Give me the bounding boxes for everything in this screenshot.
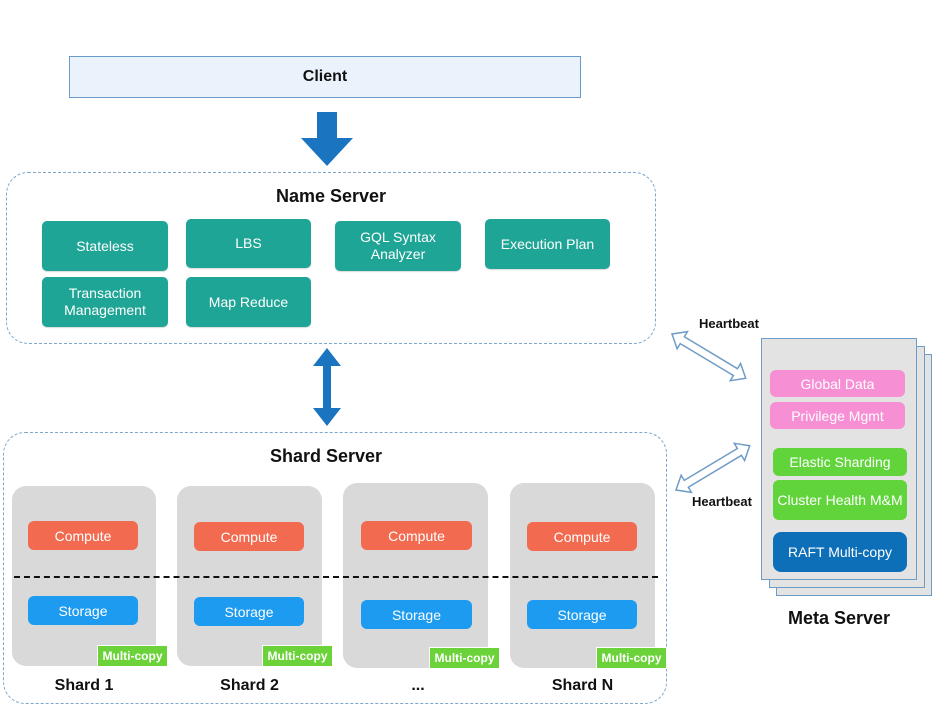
- module-gql-syntax-analyzer: GQL Syntax Analyzer: [335, 221, 461, 271]
- compute-block: Compute: [527, 522, 637, 551]
- shard-server-region: [3, 432, 667, 704]
- client-label: Client: [302, 68, 348, 85]
- raft-multi-copy-block: RAFT Multi-copy: [773, 532, 907, 572]
- shard-card: [343, 483, 488, 668]
- elastic-sharding-block: Elastic Sharding: [773, 448, 907, 476]
- multi-copy-badge: Multi-copy: [97, 645, 168, 667]
- client-to-nameserver-arrow: [301, 112, 353, 166]
- shard-label: Shard 1: [54, 677, 114, 694]
- module-stateless: Stateless: [42, 221, 168, 271]
- shard-label: ...: [411, 677, 425, 694]
- module-lbs: LBS: [186, 219, 311, 268]
- meta-server-title: Meta Server: [787, 608, 891, 628]
- multi-copy-badge: Multi-copy: [262, 645, 333, 667]
- storage-block: Storage: [28, 596, 138, 625]
- compute-storage-divider: [14, 576, 658, 578]
- shard-card: [510, 483, 655, 668]
- name-server-title: Name Server: [275, 186, 387, 206]
- cluster-health-block: Cluster Health M&M: [773, 480, 907, 520]
- storage-block: Storage: [527, 600, 637, 629]
- nameserver-shardserver-arrow: [313, 348, 341, 426]
- storage-block: Storage: [194, 597, 304, 626]
- module-execution-plan: Execution Plan: [485, 219, 610, 269]
- compute-block: Compute: [28, 521, 138, 550]
- multi-copy-badge: Multi-copy: [596, 647, 667, 669]
- module-map-reduce: Map Reduce: [186, 277, 311, 327]
- storage-block: Storage: [361, 600, 472, 629]
- heartbeat-bottom-label: Heartbeat: [692, 494, 752, 509]
- heartbeat-top-label: Heartbeat: [699, 316, 759, 331]
- global-data-block: Global Data: [770, 370, 905, 397]
- privilege-mgmt-block: Privilege Mgmt: [770, 402, 905, 429]
- compute-block: Compute: [361, 521, 472, 550]
- heartbeat-bottom-arrow: [674, 442, 751, 494]
- heartbeat-top-arrow: [670, 330, 747, 382]
- shard-label: Shard N: [551, 677, 614, 694]
- multi-copy-badge: Multi-copy: [429, 647, 500, 669]
- module-transaction-management: Transaction Management: [42, 277, 168, 327]
- client-box: Client: [69, 56, 581, 98]
- shard-server-title: Shard Server: [269, 446, 383, 466]
- shard-label: Shard 2: [220, 677, 279, 694]
- name-server-region: [6, 172, 656, 344]
- compute-block: Compute: [194, 522, 304, 551]
